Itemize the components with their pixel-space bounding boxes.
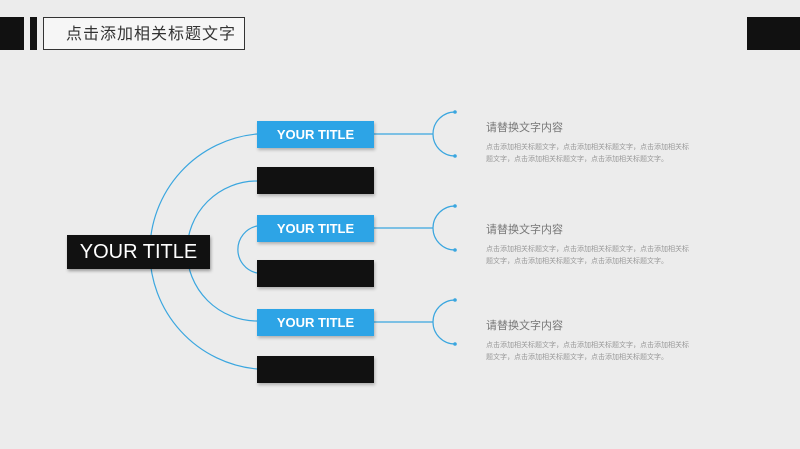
corner-bar-left — [30, 17, 37, 50]
main-title-node[interactable]: YOUR TITLE — [67, 235, 210, 269]
bracket-dot-1b — [453, 154, 457, 158]
bracket-dot-1a — [453, 110, 457, 114]
corner-block-left — [0, 17, 24, 50]
branch-node-1[interactable]: YOUR TITLE — [257, 121, 374, 148]
description-block-2[interactable]: 请替换文字内容 点击添加相关标题文字，点击添加相关标题文字，点击添加相关标题文字… — [486, 221, 691, 267]
description-body: 点击添加相关标题文字，点击添加相关标题文字，点击添加相关标题文字，点击添加相关标… — [486, 341, 689, 361]
branch-node-4[interactable] — [257, 260, 374, 287]
bracket-3 — [432, 299, 456, 345]
description-title: 请替换文字内容 — [486, 121, 563, 134]
branch-node-2[interactable] — [257, 167, 374, 194]
corner-block-right — [747, 17, 800, 50]
description-body: 点击添加相关标题文字，点击添加相关标题文字，点击添加相关标题文字，点击添加相关标… — [486, 245, 689, 265]
bracket-1 — [432, 111, 456, 157]
branch-node-5[interactable]: YOUR TITLE — [257, 309, 374, 336]
connector-arc-inner — [237, 225, 258, 274]
description-title: 请替换文字内容 — [486, 223, 563, 236]
description-block-3[interactable]: 请替换文字内容 点击添加相关标题文字，点击添加相关标题文字，点击添加相关标题文字… — [486, 317, 691, 363]
branch-node-3[interactable]: YOUR TITLE — [257, 215, 374, 242]
bracket-dot-2a — [453, 204, 457, 208]
header-title: 点击添加相关标题文字 — [66, 24, 237, 43]
header-title-box[interactable]: 点击添加相关标题文字 — [43, 17, 245, 50]
description-title: 请替换文字内容 — [486, 319, 563, 332]
bracket-dot-3a — [453, 298, 457, 302]
description-body: 点击添加相关标题文字，点击添加相关标题文字，点击添加相关标题文字，点击添加相关标… — [486, 143, 689, 163]
bracket-2 — [432, 205, 456, 251]
branch-node-6[interactable] — [257, 356, 374, 383]
description-block-1[interactable]: 请替换文字内容 点击添加相关标题文字，点击添加相关标题文字，点击添加相关标题文字… — [486, 119, 691, 165]
bracket-dot-2b — [453, 248, 457, 252]
bracket-dot-3b — [453, 342, 457, 346]
